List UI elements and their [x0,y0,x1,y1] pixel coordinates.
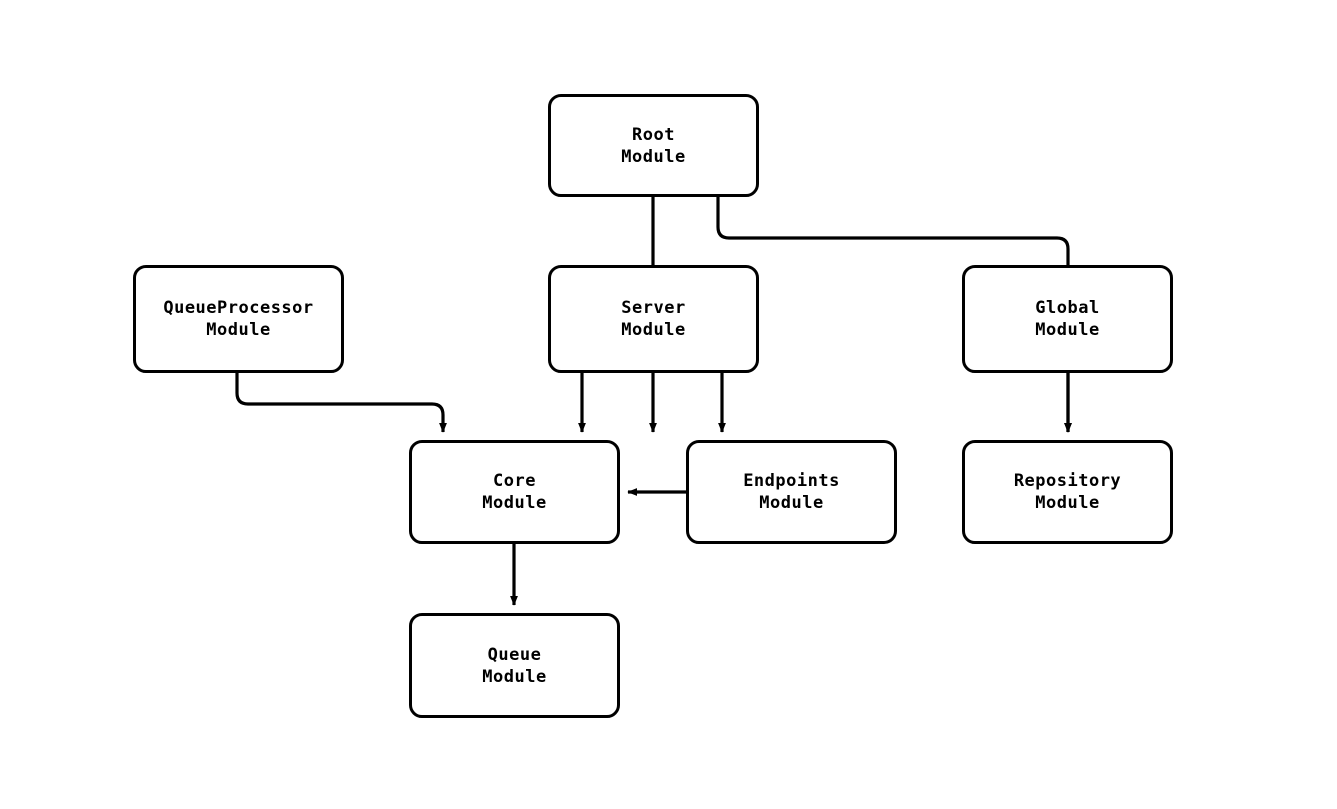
node-endpoints-module-line2: Module [759,493,824,513]
node-queue-module-line1: Queue [487,644,542,665]
node-repository-module-line1: Repository [1013,471,1122,491]
node-core-module[interactable]: Core Module [409,440,620,544]
edge-root-to-global [716,197,1072,433]
node-queue-module[interactable]: Queue Module [409,613,620,718]
node-repository-module[interactable]: Repository Module [962,440,1173,544]
edge-queueprocessor-to-core [235,373,447,433]
node-endpoints-module[interactable]: Endpoints Module [686,440,897,544]
node-global-module-line1: Global [1035,298,1100,318]
node-server-module[interactable]: Server Module [548,265,759,373]
node-root-module-line1: Root [632,124,675,145]
node-root-module[interactable]: Root Module [548,94,759,197]
node-global-module-line2: Module [1035,320,1100,340]
node-queueprocessor-module-line2: Module [206,320,271,340]
node-server-module-line1: Server [621,298,686,318]
node-global-module[interactable]: Global Module [962,265,1173,373]
node-core-module-line1: Core [493,471,536,491]
node-core-module-line2: Module [482,493,547,513]
node-endpoints-module-line1: Endpoints [743,471,840,491]
node-root-module-line2: Module [621,146,686,167]
node-repository-module-line2: Module [1035,493,1100,513]
node-queueprocessor-module-line1: QueueProcessor [163,298,314,318]
node-server-module-line2: Module [621,320,686,340]
node-queue-module-line2: Module [482,666,547,687]
node-queueprocessor-module[interactable]: QueueProcessor Module [133,265,344,373]
